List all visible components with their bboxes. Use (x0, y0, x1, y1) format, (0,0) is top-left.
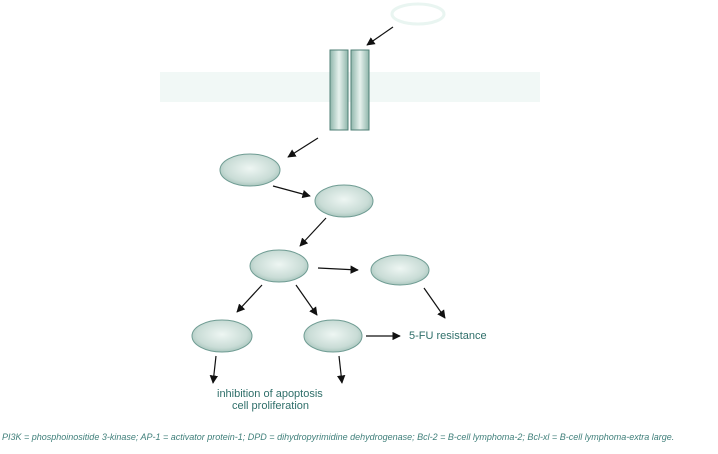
node-3 (249, 249, 309, 283)
outcome-label-line1: inhibition of apoptosis (217, 388, 323, 400)
arrow-node4-down (423, 287, 446, 319)
arrow-node3-node4 (317, 265, 359, 274)
figure-caption: PI3K = phosphoinositide 3-kinase; AP-1 =… (2, 432, 675, 442)
outcome-label-line2: cell proliferation (232, 400, 310, 412)
arrow-node5-down (209, 355, 219, 384)
node-2 (314, 184, 374, 218)
ligand-shape (390, 2, 446, 26)
arrow-receptor-node1 (287, 137, 319, 158)
arrow-node3-node6 (295, 284, 318, 316)
arrow-node2-node3 (299, 217, 327, 247)
node-6 (303, 319, 363, 353)
receptor (329, 49, 370, 131)
node-4 (370, 254, 430, 286)
resistance-label: 5-FU resistance (409, 330, 487, 342)
arrows (209, 26, 446, 384)
membrane-band (160, 72, 540, 102)
node-1 (219, 153, 281, 187)
arrow-node1-node2 (272, 185, 311, 199)
node-5 (191, 319, 253, 353)
arrow-node6-down (336, 355, 346, 384)
arrow-node3-node5 (236, 284, 263, 313)
arrow-ligand-receptor (366, 26, 394, 46)
